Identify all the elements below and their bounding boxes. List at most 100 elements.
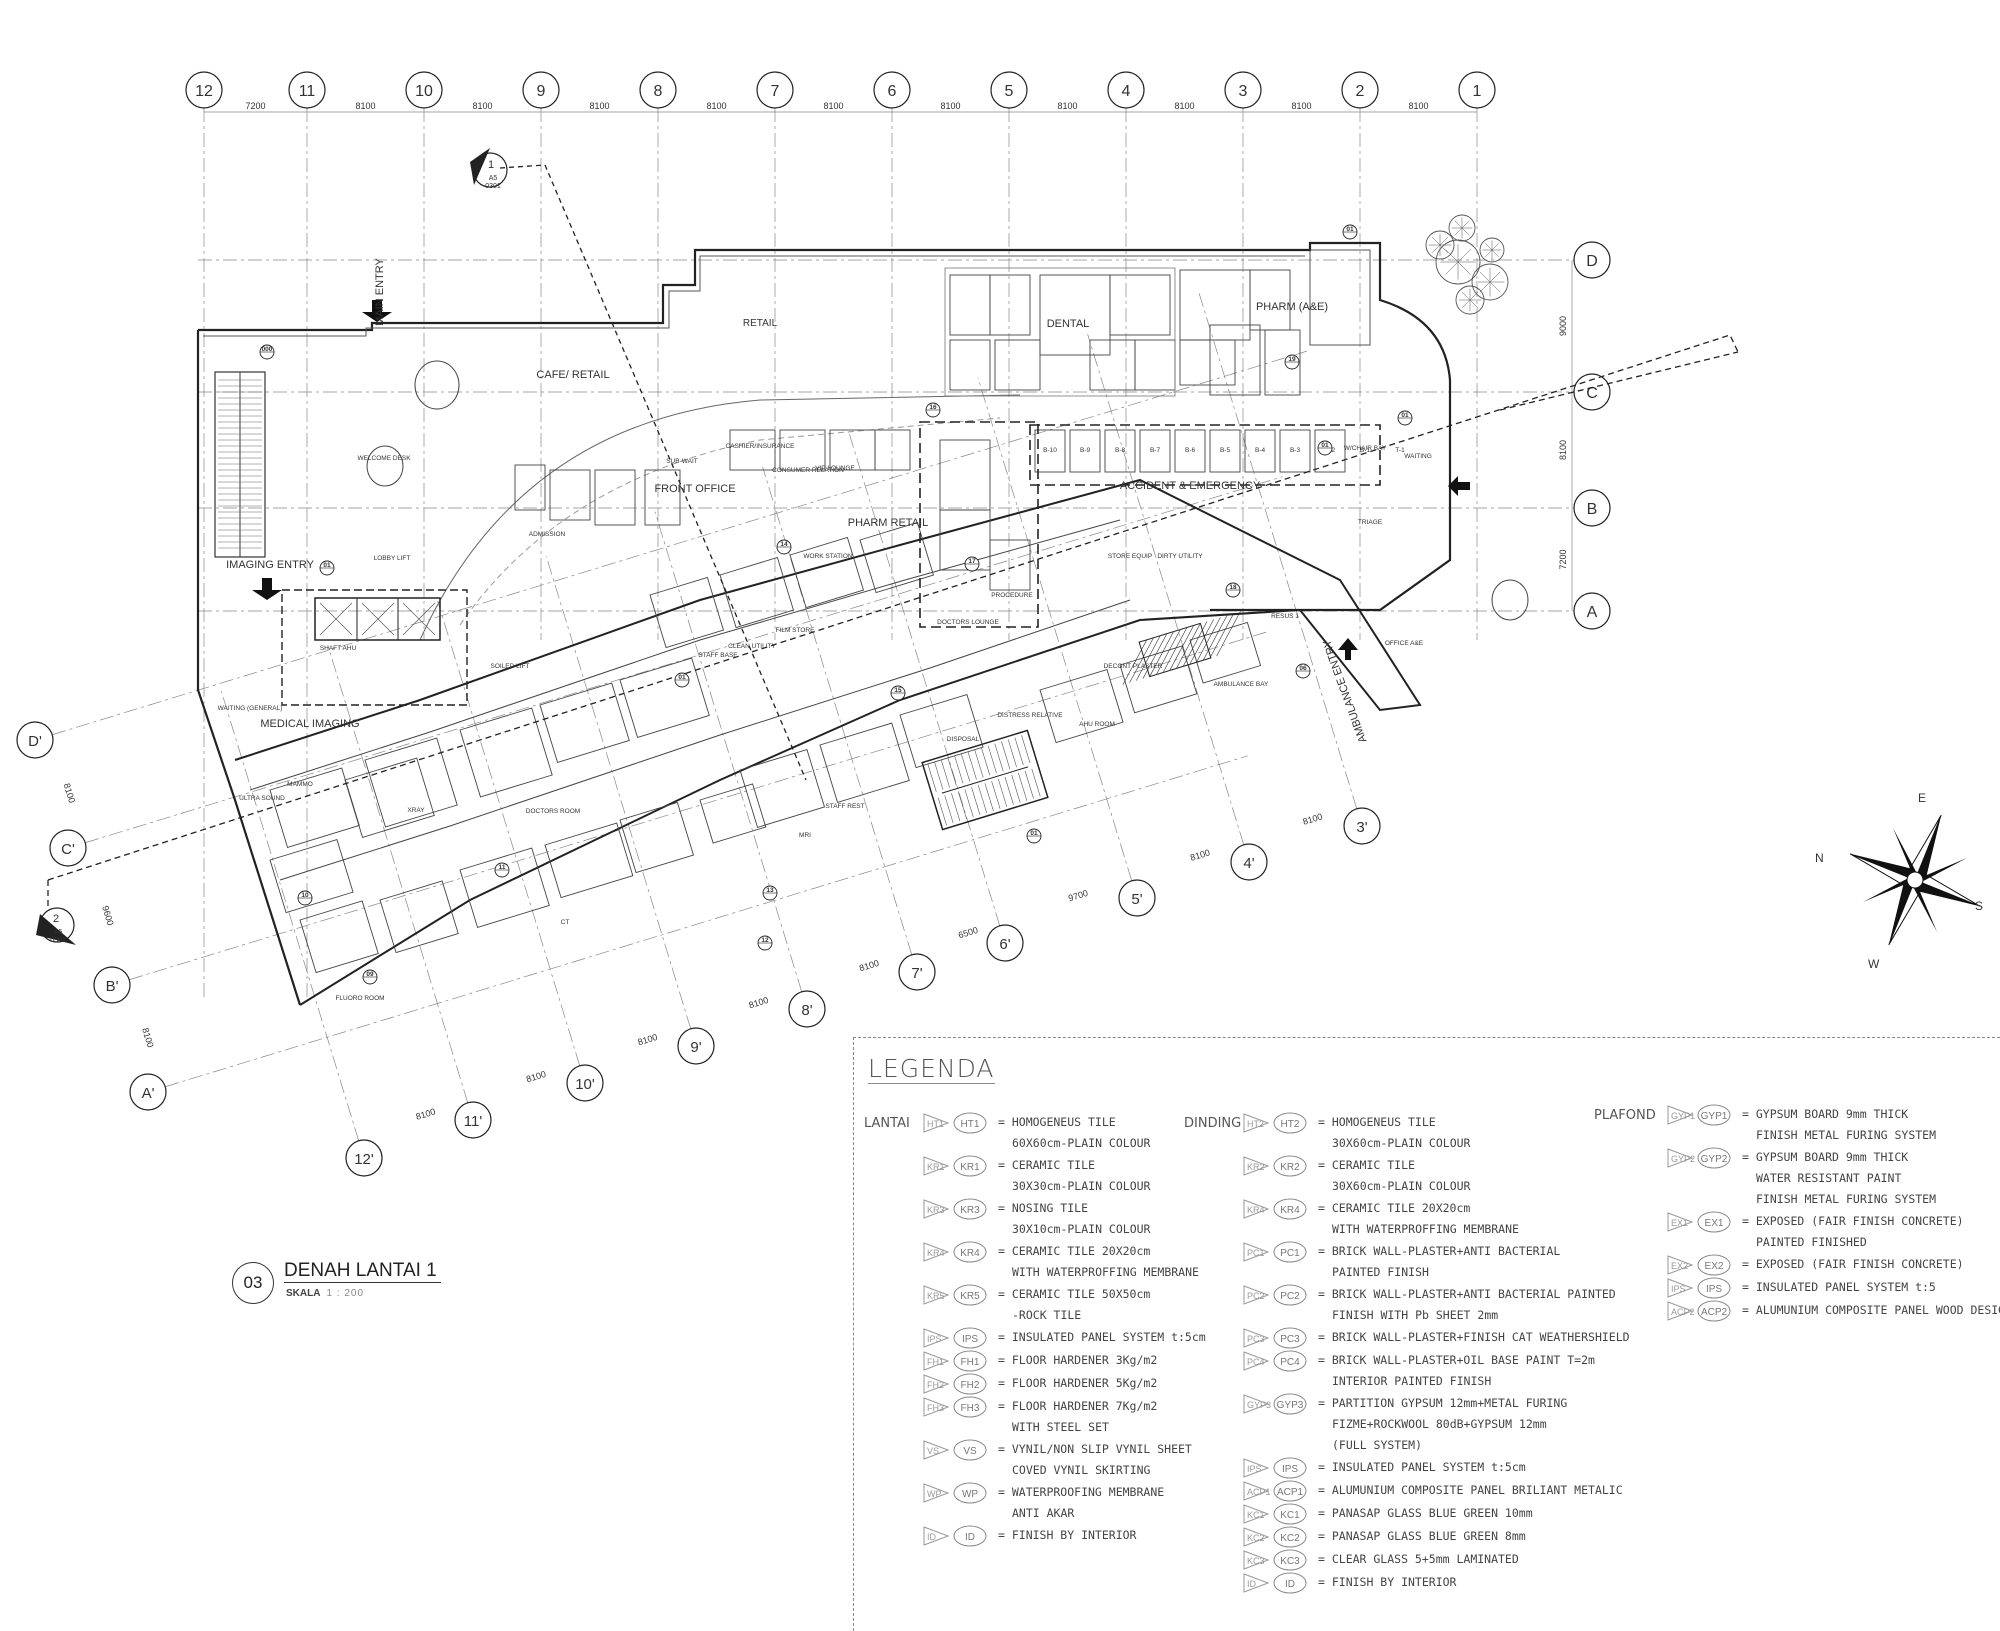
room-block xyxy=(649,576,725,649)
lobby-lifts xyxy=(314,597,441,641)
room-block xyxy=(939,509,991,571)
room-block xyxy=(1244,429,1276,473)
dim-right: 7200 xyxy=(1558,549,1568,569)
legend-description-line: = FINISH BY INTERIOR xyxy=(998,1528,1137,1542)
section-2-ref: A5 xyxy=(54,929,63,936)
room-marker: 14 xyxy=(776,539,792,555)
grid-bubble-left xyxy=(49,829,87,867)
legend-description: = BRICK WALL-PLASTER+ANTI BACTERIAL PAIN… xyxy=(1318,1284,1616,1326)
svg-text:PC4: PC4 xyxy=(1247,1357,1265,1367)
grid-bubble-bottom xyxy=(986,924,1024,962)
dim-top: 7200 xyxy=(245,101,265,111)
room-block xyxy=(719,556,795,629)
room-block xyxy=(1039,274,1111,356)
room-block xyxy=(949,339,991,391)
dim-left: 8100 xyxy=(140,1027,155,1049)
zone-label-retail: RETAIL xyxy=(743,318,778,329)
bed-label: B-1 xyxy=(1360,447,1371,454)
room-label-work-station: WORK STATION xyxy=(803,553,853,560)
legend-description-line: 30X60cm-PLAIN COLOUR xyxy=(1332,1179,1471,1193)
room-block xyxy=(1174,429,1206,473)
legend-description: = PANASAP GLASS BLUE GREEN 8mm xyxy=(1318,1526,1526,1547)
room-block xyxy=(299,900,379,974)
svg-text:12: 12 xyxy=(761,937,769,944)
room-block xyxy=(549,469,591,521)
svg-text:WP: WP xyxy=(962,1489,978,1500)
legend-description-line: -ROCK TILE xyxy=(1012,1308,1082,1322)
zone-label-front-office: FRONT OFFICE xyxy=(654,483,735,495)
svg-text:11: 11 xyxy=(499,864,506,871)
legend-description: = ALUMUNIUM COMPOSITE PANEL WOOD DESIGN xyxy=(1742,1300,2000,1321)
svg-text:ACP2: ACP2 xyxy=(1701,1307,1728,1318)
grid-label-right: A xyxy=(1587,604,1598,621)
tree xyxy=(1471,263,1509,301)
drawing-title: DENAH LANTAI 1 xyxy=(284,1260,441,1283)
room-label-ultra-sound: ULTRA SOUND xyxy=(239,795,285,802)
grid-label-bottom: 6' xyxy=(999,936,1010,953)
room-block xyxy=(1189,621,1262,684)
legend-description-line: ANTI AKAR xyxy=(1012,1506,1075,1520)
grid-line-angled xyxy=(654,511,803,992)
room-label-admission: ADMISSION xyxy=(529,531,566,538)
room-label-doctors-lounge: DOCTORS LOUNGE xyxy=(937,619,999,626)
zone-label-accident: ACCIDENT & EMERGENCY xyxy=(1120,480,1261,492)
svg-text:GYP1: GYP1 xyxy=(1701,1111,1728,1122)
room-block xyxy=(899,693,984,769)
legend-description-line: = CERAMIC TILE xyxy=(1318,1158,1415,1172)
room-marker: 01 xyxy=(1342,224,1358,240)
grid-bubble-left xyxy=(93,966,131,1004)
legend-description: = CERAMIC TILE 50X50cm-ROCK TILE xyxy=(998,1284,1150,1326)
room-label-cashier: CASHIER/INSURANCE xyxy=(726,443,796,450)
grid-line-angled xyxy=(545,556,692,1029)
svg-text:ID: ID xyxy=(927,1532,937,1542)
bed-label: B-8 xyxy=(1115,447,1126,454)
dim-bottom: 8100 xyxy=(748,995,770,1010)
grid-bubble-top xyxy=(1107,71,1145,109)
grid-label-top: 10 xyxy=(415,83,433,100)
grid-label-top: 3 xyxy=(1239,83,1248,100)
legend-description: = ALUMUNIUM COMPOSITE PANEL BRILIANT MET… xyxy=(1318,1480,1623,1501)
room-block xyxy=(459,847,550,928)
tree xyxy=(1425,230,1455,260)
dim-top: 8100 xyxy=(1408,101,1428,111)
svg-text:IPS: IPS xyxy=(927,1334,942,1344)
bed-label: B-5 xyxy=(1220,447,1231,454)
room-label-office-ae: OFFICE A&E xyxy=(1385,640,1424,647)
ambulance-entry-arrow xyxy=(1338,638,1358,660)
legend-description-line: = FINISH BY INTERIOR xyxy=(1318,1575,1457,1589)
legend-description: = BRICK WALL-PLASTER+FINISH CAT WEATHERS… xyxy=(1318,1327,1630,1348)
legend-description-line: = HOMOGENEUS TILE xyxy=(1318,1115,1436,1129)
room-block xyxy=(874,429,911,471)
legend-description: = PANASAP GLASS BLUE GREEN 10mm xyxy=(1318,1503,1533,1524)
grid-line-angled xyxy=(52,350,1307,736)
grid-bubble-top xyxy=(873,71,911,109)
grid-line-angled xyxy=(129,630,1270,981)
svg-text:FH3: FH3 xyxy=(927,1403,944,1413)
legend-description-line: PAINTED FINISHED xyxy=(1756,1235,1867,1249)
svg-text:ID: ID xyxy=(1285,1579,1295,1590)
room-marker: 01 xyxy=(1317,440,1333,456)
room-label-ahu-room: AHU ROOM xyxy=(1079,721,1115,728)
section-1-sheet: 0301 xyxy=(485,183,501,190)
grid-line-angled xyxy=(437,600,581,1066)
room-block xyxy=(1309,249,1371,346)
svg-text:01: 01 xyxy=(1030,830,1038,837)
room-block xyxy=(1119,645,1198,714)
svg-text:FH1: FH1 xyxy=(961,1357,980,1368)
grid-label-top: 6 xyxy=(888,83,897,100)
legend-description-line: 30X60cm-PLAIN COLOUR xyxy=(1332,1136,1471,1150)
room-label-soiled-lift: SOILED LIFT xyxy=(490,663,529,670)
